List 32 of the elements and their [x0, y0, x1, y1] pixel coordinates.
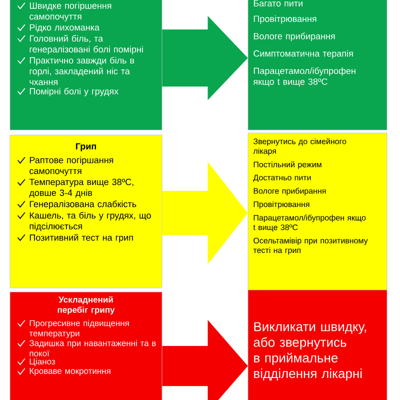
list-item: Кашель, та біль у грудях, що підсілюється — [30, 212, 151, 232]
list-item: Постільний режим — [254, 161, 322, 169]
heading: Ускладнений перебіг грипу — [58, 296, 115, 314]
list-item: Температура вище 38ºC, довше 3-4 днів — [29, 178, 134, 198]
list-item: Достатньо пити — [253, 174, 311, 182]
list-item: Вологе прибирання — [254, 188, 326, 196]
list-item: Позитивний тест на грип — [30, 234, 133, 243]
list-item: Провітрювання — [254, 15, 316, 24]
list-item: Практично завжди біль в горлі, закладений ніс та чхання — [30, 56, 134, 86]
block-arrow — [162, 320, 248, 400]
list-item: Раптове погіршання самопочуття — [30, 156, 114, 176]
list-item: Задишка при навантаженні та в покої — [29, 340, 156, 356]
list-item: Помірні болі у грудях — [30, 88, 118, 96]
heading: Грип — [76, 143, 96, 152]
list-item: Швидке погіршення самопочуття — [30, 2, 112, 22]
list-item: Осельтамівір при позитивному тесті на грип — [253, 238, 368, 255]
list-item: Рідко лихоманка — [30, 24, 100, 32]
list-item: Багато пити — [254, 0, 302, 6]
list-item: Провітрювання — [254, 201, 310, 209]
list-item: Прогресивне підвищення температури — [29, 320, 129, 338]
list-item: Симптоматична терапія — [254, 50, 353, 58]
list-item: Звернутись до сімейного лікаря — [253, 138, 346, 156]
list-item: Парацетамол/ібупрофен якщо t вище 38ºC — [253, 67, 356, 87]
list-item: Вологе прибирання — [254, 32, 335, 42]
block-arrow — [162, 162, 248, 264]
action-text: Викликати швидку, або звернутись в приймальне відділення лікарні — [254, 322, 366, 381]
list-item: Ціаноз — [30, 358, 55, 366]
list-item: Головний біль, та генералізовані болі помірні — [30, 34, 143, 54]
list-item: Кроваве мокротиння — [30, 368, 110, 376]
block-arrow — [162, 16, 248, 100]
list-item: Генералізована слабкість — [30, 200, 136, 209]
list-item: Парацетамол/ібупрофен якщо t вище 38ºC — [253, 214, 366, 232]
